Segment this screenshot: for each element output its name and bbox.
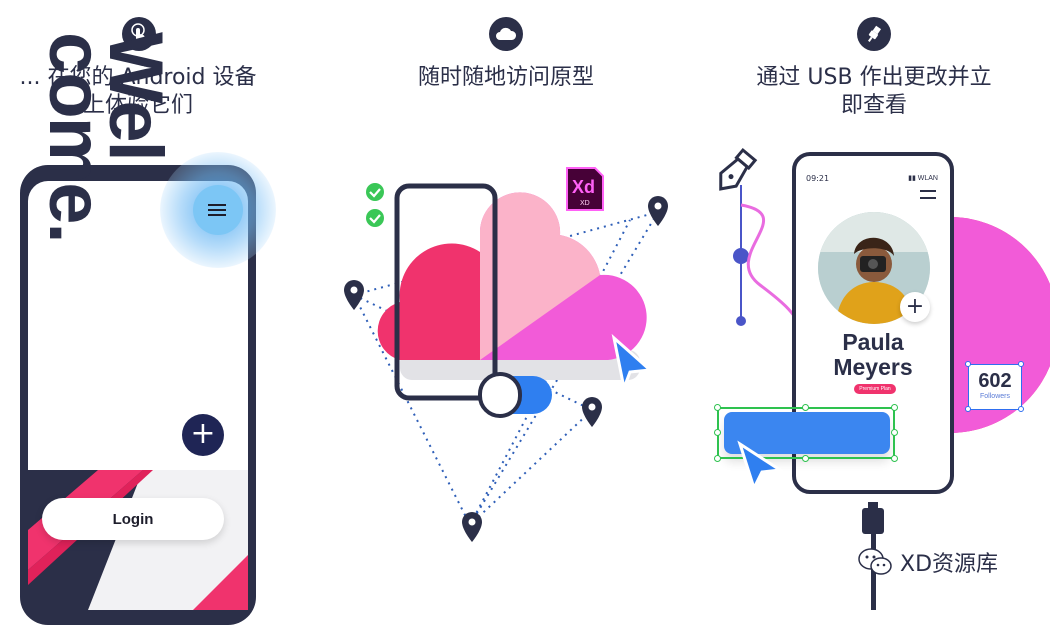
cloud-icon [489, 17, 523, 51]
status-network: ▮▮ WLAN [908, 175, 938, 182]
followers-count: 602 [978, 370, 1012, 392]
plan-badge: Premium Plan [854, 384, 896, 394]
profile-name: Paula Meyers [796, 330, 950, 380]
followers-label: Followers [980, 393, 1010, 400]
watermark: XD资源库 [858, 546, 998, 578]
selection-handle[interactable] [714, 429, 721, 436]
menu-button[interactable] [193, 185, 243, 235]
selection-handle[interactable] [802, 404, 809, 411]
caption-usb: 通过 USB 作出更改并立 即查看 [709, 64, 1039, 120]
caption-anywhere: 随时随地访问原型 [341, 64, 671, 92]
watermark-text: XD资源库 [900, 552, 999, 577]
status-time: 09:21 [806, 174, 830, 183]
selection-handle[interactable] [891, 429, 898, 436]
profile-phone-frame: 09:21 ▮▮ WLAN + Paula Meyers Premium Pla… [792, 152, 954, 494]
pen-tool-icon [719, 147, 758, 191]
caption-line: ... 在您的 Android 设备 [19, 65, 257, 90]
xd-badge-sub: XD [580, 200, 590, 207]
resize-handle[interactable] [965, 361, 971, 367]
add-photo-button[interactable]: + [900, 292, 930, 322]
selection-handle[interactable] [891, 455, 898, 462]
add-fab-button[interactable]: + [182, 414, 224, 456]
button-prototype[interactable] [724, 412, 890, 454]
wechat-icon [858, 548, 892, 575]
selection-handle[interactable] [714, 455, 721, 462]
caption-line: 通过 USB 作出更改并立 [756, 65, 992, 90]
selection-handle[interactable] [802, 455, 809, 462]
touch-icon [122, 17, 156, 51]
profile-last-name: Meyers [833, 354, 913, 380]
selection-handle[interactable] [891, 404, 898, 411]
caption-line: 上体验它们 [82, 93, 193, 118]
caption-line: 随时随地访问原型 [417, 65, 594, 90]
status-network-label: WLAN [917, 175, 938, 182]
login-button[interactable]: Login [42, 498, 224, 540]
resize-handle[interactable] [1018, 406, 1024, 412]
xd-badge-main: Xd [572, 177, 595, 197]
usb-icon [857, 17, 891, 51]
caption-line: 即查看 [840, 93, 907, 118]
welcome-text: Wel come. [33, 32, 178, 242]
stripe-pattern [28, 470, 248, 610]
cloud-sync-illustration: Xd XD [344, 167, 668, 542]
resize-handle[interactable] [965, 406, 971, 412]
selection-handle[interactable] [714, 404, 721, 411]
hamburger-icon [208, 204, 226, 216]
resize-handle[interactable] [1018, 361, 1024, 367]
cursor-icon [737, 440, 785, 492]
hamburger-icon[interactable] [920, 190, 936, 200]
profile-first-name: Paula [842, 329, 904, 355]
caption-android: ... 在您的 Android 设备 上体验它们 [0, 64, 303, 120]
followers-card: 602 Followers [968, 364, 1022, 410]
